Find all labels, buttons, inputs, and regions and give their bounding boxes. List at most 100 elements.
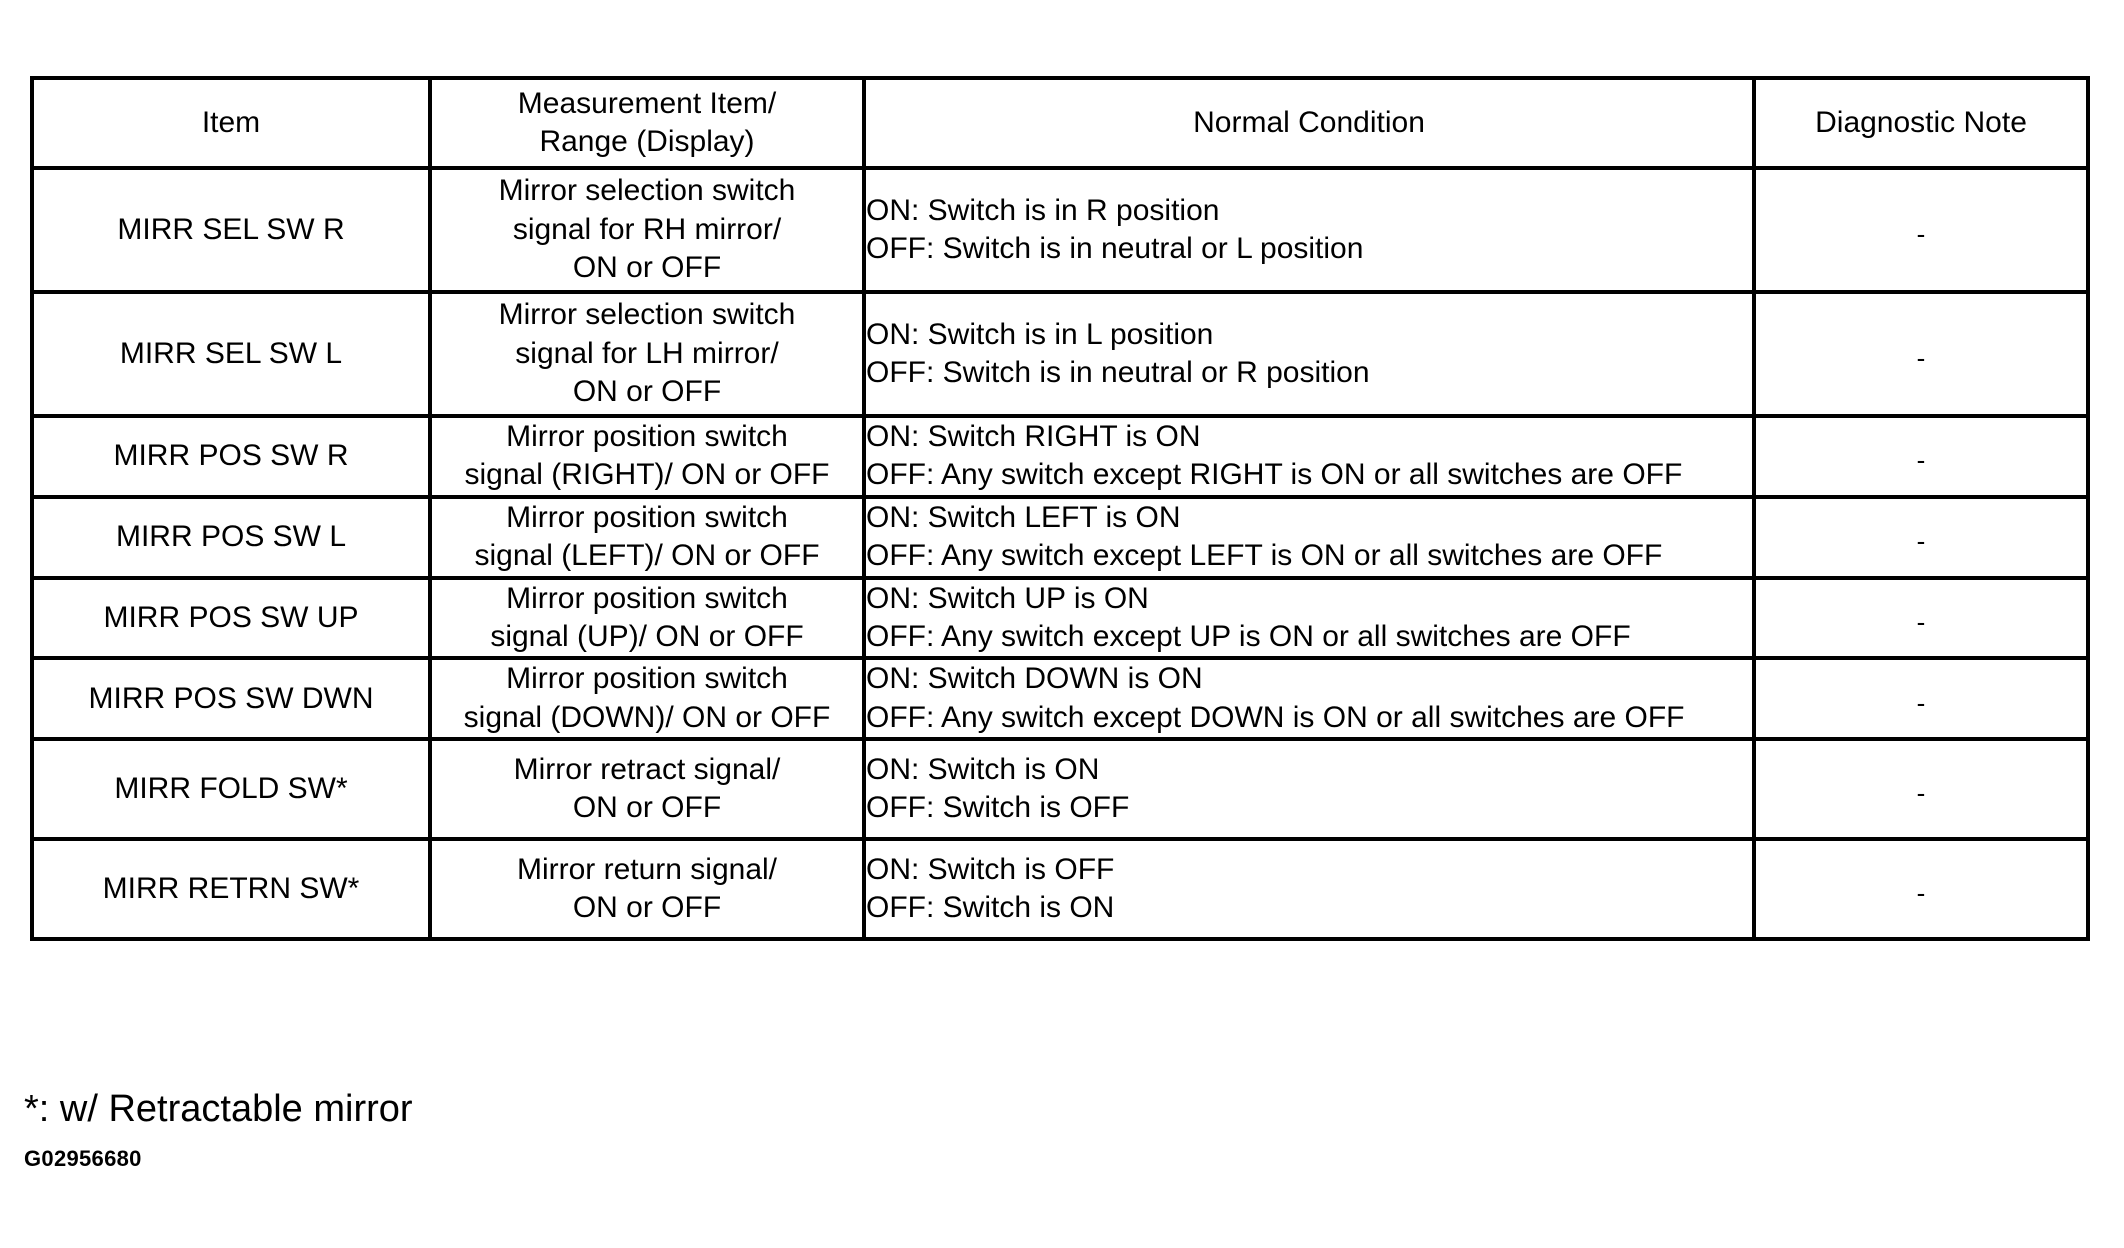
table-header: Item Measurement Item/ Range (Display) N… — [30, 76, 2090, 170]
measurement-line: ON or OFF — [572, 791, 722, 825]
diagnostic-note-value: - — [1916, 218, 1926, 249]
column-header-measurement-line1: Measurement Item/ — [517, 86, 777, 120]
cell-normal-condition: ON: Switch is ON OFF: Switch is OFF — [862, 737, 1756, 842]
cell-measurement: Mirror selection switch signal for LH mi… — [428, 290, 866, 418]
normal-condition-off: OFF: Any switch except DOWN is ON or all… — [866, 700, 1685, 734]
mirror-switch-spec-table: Item Measurement Item/ Range (Display) N… — [30, 76, 2090, 942]
column-header-item-label: Item — [201, 105, 261, 139]
normal-condition-on: ON: Switch LEFT is ON — [866, 500, 1181, 534]
cell-normal-condition: ON: Switch is in R position OFF: Switch … — [862, 166, 1756, 294]
cell-measurement: Mirror return signal/ ON or OFF — [428, 837, 866, 942]
measurement-line: Mirror return signal/ — [516, 852, 778, 886]
item-name: MIRR SEL SW L — [119, 336, 343, 370]
table-row: MIRR POS SW UP Mirror position switch si… — [30, 575, 2090, 661]
table-row: MIRR RETRN SW* Mirror return signal/ ON … — [30, 837, 2090, 942]
cell-item: MIRR POS SW UP — [30, 575, 432, 661]
reference-code: G02956680 — [24, 1146, 142, 1171]
cell-normal-condition: ON: Switch is OFF OFF: Switch is ON — [862, 837, 1756, 942]
measurement-line: Mirror position switch — [506, 662, 788, 696]
cell-item: MIRR RETRN SW* — [30, 837, 432, 942]
measurement-line: Mirror position switch — [506, 500, 788, 534]
measurement-line: signal for RH mirror/ — [512, 212, 782, 246]
cell-diagnostic-note: - — [1752, 656, 2090, 742]
table-row: MIRR FOLD SW* Mirror retract signal/ ON … — [30, 737, 2090, 842]
normal-condition-off: OFF: Switch is OFF — [866, 791, 1130, 825]
measurement-line: ON or OFF — [572, 375, 722, 409]
normal-condition-on: ON: Switch is ON — [866, 752, 1100, 786]
table-body: MIRR SEL SW R Mirror selection switch si… — [30, 166, 2090, 942]
table-row: MIRR POS SW DWN Mirror position switch s… — [30, 656, 2090, 742]
cell-measurement: Mirror position switch signal (DOWN)/ ON… — [428, 656, 866, 742]
diagnostic-note-value: - — [1916, 687, 1926, 718]
normal-condition-on: ON: Switch RIGHT is ON — [866, 420, 1201, 453]
column-header-diagnostic-note: Diagnostic Note — [1752, 76, 2090, 170]
cell-item: MIRR SEL SW L — [30, 290, 432, 418]
item-name: MIRR SEL SW R — [117, 212, 345, 246]
measurement-line: Mirror selection switch — [498, 298, 796, 332]
cell-item: MIRR POS SW R — [30, 414, 432, 499]
cell-normal-condition: ON: Switch LEFT is ON OFF: Any switch ex… — [862, 494, 1756, 580]
item-name: MIRR POS SW DWN — [88, 681, 374, 715]
cell-diagnostic-note: - — [1752, 290, 2090, 418]
normal-condition-off: OFF: Any switch except UP is ON or all s… — [866, 619, 1631, 653]
measurement-line: signal for LH mirror/ — [515, 336, 779, 370]
cell-item: MIRR POS SW DWN — [30, 656, 432, 742]
cell-item: MIRR POS SW L — [30, 494, 432, 580]
cell-normal-condition: ON: Switch is in L position OFF: Switch … — [862, 290, 1756, 418]
cell-measurement: Mirror position switch signal (LEFT)/ ON… — [428, 494, 866, 580]
measurement-line: Mirror position switch — [506, 420, 788, 453]
cell-diagnostic-note: - — [1752, 414, 2090, 499]
measurement-line: signal (RIGHT)/ ON or OFF — [464, 458, 830, 492]
measurement-line: ON or OFF — [572, 251, 722, 285]
table-row: MIRR POS SW R Mirror position switch sig… — [30, 414, 2090, 499]
column-header-normal-condition-label: Normal Condition — [1193, 105, 1425, 139]
cell-item: MIRR SEL SW R — [30, 166, 432, 294]
normal-condition-on: ON: Switch DOWN is ON — [866, 662, 1203, 696]
diagnostic-note-value: - — [1916, 606, 1926, 637]
measurement-line: signal (UP)/ ON or OFF — [490, 619, 804, 653]
diagnostic-note-value: - — [1916, 445, 1926, 476]
table-header-row: Item Measurement Item/ Range (Display) N… — [30, 76, 2090, 170]
column-header-measurement: Measurement Item/ Range (Display) — [428, 76, 866, 170]
item-name: MIRR FOLD SW* — [114, 771, 348, 805]
normal-condition-off: OFF: Switch is in neutral or L position — [866, 232, 1364, 265]
normal-condition-off: OFF: Switch is ON — [866, 891, 1115, 925]
table-row: MIRR POS SW L Mirror position switch sig… — [30, 494, 2090, 580]
diagnostic-note-value: - — [1916, 777, 1926, 808]
cell-diagnostic-note: - — [1752, 575, 2090, 661]
measurement-line: Mirror position switch — [506, 581, 788, 615]
table-row: MIRR SEL SW R Mirror selection switch si… — [30, 166, 2090, 294]
cell-item: MIRR FOLD SW* — [30, 737, 432, 842]
column-header-normal-condition: Normal Condition — [862, 76, 1756, 170]
cell-diagnostic-note: - — [1752, 166, 2090, 294]
normal-condition-off: OFF: Any switch except LEFT is ON or all… — [866, 539, 1663, 573]
column-header-item: Item — [30, 76, 432, 170]
normal-condition-on: ON: Switch is OFF — [866, 852, 1115, 886]
measurement-line: signal (DOWN)/ ON or OFF — [463, 700, 831, 734]
measurement-line: Mirror retract signal/ — [513, 752, 781, 786]
item-name: MIRR POS SW L — [115, 519, 347, 553]
table-row: MIRR SEL SW L Mirror selection switch si… — [30, 290, 2090, 418]
diagnostic-note-value: - — [1916, 877, 1926, 908]
diagnostic-note-value: - — [1916, 342, 1926, 373]
cell-measurement: Mirror retract signal/ ON or OFF — [428, 737, 866, 842]
measurement-line: Mirror selection switch — [498, 174, 796, 208]
normal-condition-off: OFF: Switch is in neutral or R position — [866, 356, 1370, 389]
footnote-retractable-mirror: *: w/ Retractable mirror — [24, 1088, 413, 1130]
normal-condition-on: ON: Switch UP is ON — [866, 581, 1149, 615]
cell-diagnostic-note: - — [1752, 737, 2090, 842]
measurement-line: ON or OFF — [572, 891, 722, 925]
item-name: MIRR POS SW R — [113, 439, 349, 473]
cell-measurement: Mirror position switch signal (RIGHT)/ O… — [428, 414, 866, 499]
cell-measurement: Mirror selection switch signal for RH mi… — [428, 166, 866, 294]
item-name: MIRR RETRN SW* — [102, 871, 360, 905]
normal-condition-off: OFF: Any switch except RIGHT is ON or al… — [866, 458, 1683, 492]
cell-normal-condition: ON: Switch UP is ON OFF: Any switch exce… — [862, 575, 1756, 661]
cell-normal-condition: ON: Switch DOWN is ON OFF: Any switch ex… — [862, 656, 1756, 742]
cell-diagnostic-note: - — [1752, 494, 2090, 580]
cell-normal-condition: ON: Switch RIGHT is ON OFF: Any switch e… — [862, 414, 1756, 499]
diagnostic-note-value: - — [1916, 525, 1926, 556]
item-name: MIRR POS SW UP — [103, 600, 359, 634]
column-header-diagnostic-note-label: Diagnostic Note — [1815, 105, 2027, 139]
